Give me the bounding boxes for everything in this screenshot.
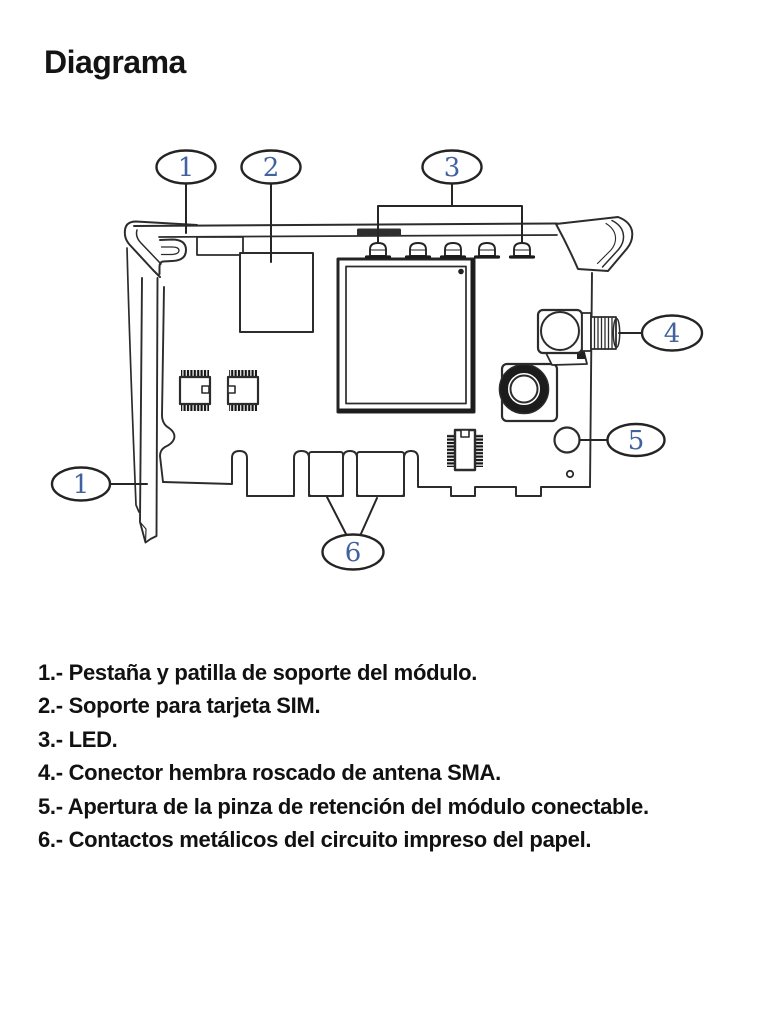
sma-connector (536, 308, 621, 366)
page-title: Diagrama (44, 44, 186, 80)
led-2 (404, 241, 432, 259)
legend-item-6: 6.- Contactos metálicos del circuito imp… (38, 827, 592, 853)
led-5 (508, 241, 536, 259)
corner-tab (555, 216, 634, 272)
retention-aperture (553, 426, 581, 479)
callout-1-top: 1 (155, 149, 217, 185)
rf-round-connector (498, 362, 559, 423)
led-3 (439, 241, 467, 259)
pin1-dot (458, 268, 464, 275)
ic-chip-right (226, 370, 260, 411)
callout-4-number: 4 (664, 319, 681, 349)
callout-3-number: 3 (444, 153, 461, 183)
led-1 (364, 241, 392, 259)
board-top-rail (133, 222, 558, 256)
legend-list: 1.- Pestaña y patilla de soporte del mód… (38, 656, 738, 856)
callout-6-number: 6 (345, 538, 362, 568)
edge-contacts (308, 451, 405, 497)
legend-item-5: 5.- Apertura de la pinza de retención de… (38, 793, 649, 819)
callout-6: 6 (321, 533, 385, 571)
callout-4: 4 (640, 314, 704, 352)
sma-threads (593, 316, 613, 350)
legend-item-1: 1.- Pestaña y patilla de soporte del mód… (38, 660, 478, 685)
callout-2-number: 2 (263, 153, 280, 183)
contact-pad-2 (356, 451, 405, 497)
callout-2: 2 (240, 149, 302, 185)
sim-card-holder (239, 252, 314, 333)
module-diagram: 1 2 3 4 5 6 1 (50, 149, 704, 571)
callout-leaders (109, 182, 643, 537)
contact-pad-1 (308, 451, 344, 497)
callout-1-bottom: 1 (50, 466, 112, 502)
led-4 (473, 241, 501, 259)
board-left-edge (159, 286, 176, 483)
bracket-tab-and-leg (123, 220, 198, 544)
board-right-edge (589, 272, 593, 488)
ic-chip-bottom (447, 428, 483, 472)
small-hole (565, 469, 575, 479)
callout-balloons: 1 2 3 4 5 6 1 (50, 149, 704, 571)
callout-1-top-number: 1 (178, 153, 195, 183)
leader-3 (377, 182, 523, 243)
legend-item-2: 2.- Soporte para tarjeta SIM. (38, 693, 321, 719)
legend-item-3: 3.- LED. (38, 726, 118, 752)
main-chip (336, 257, 476, 414)
callout-1-bottom-number: 1 (73, 470, 90, 500)
ic-chip-left (178, 370, 212, 411)
led-row (364, 241, 536, 259)
leader-6 (326, 496, 378, 537)
legend-item-4: 4.- Conector hembra roscado de antena SM… (38, 760, 501, 786)
callout-3: 3 (421, 149, 483, 185)
callout-5-number: 5 (628, 426, 645, 456)
callout-5: 5 (606, 422, 666, 458)
